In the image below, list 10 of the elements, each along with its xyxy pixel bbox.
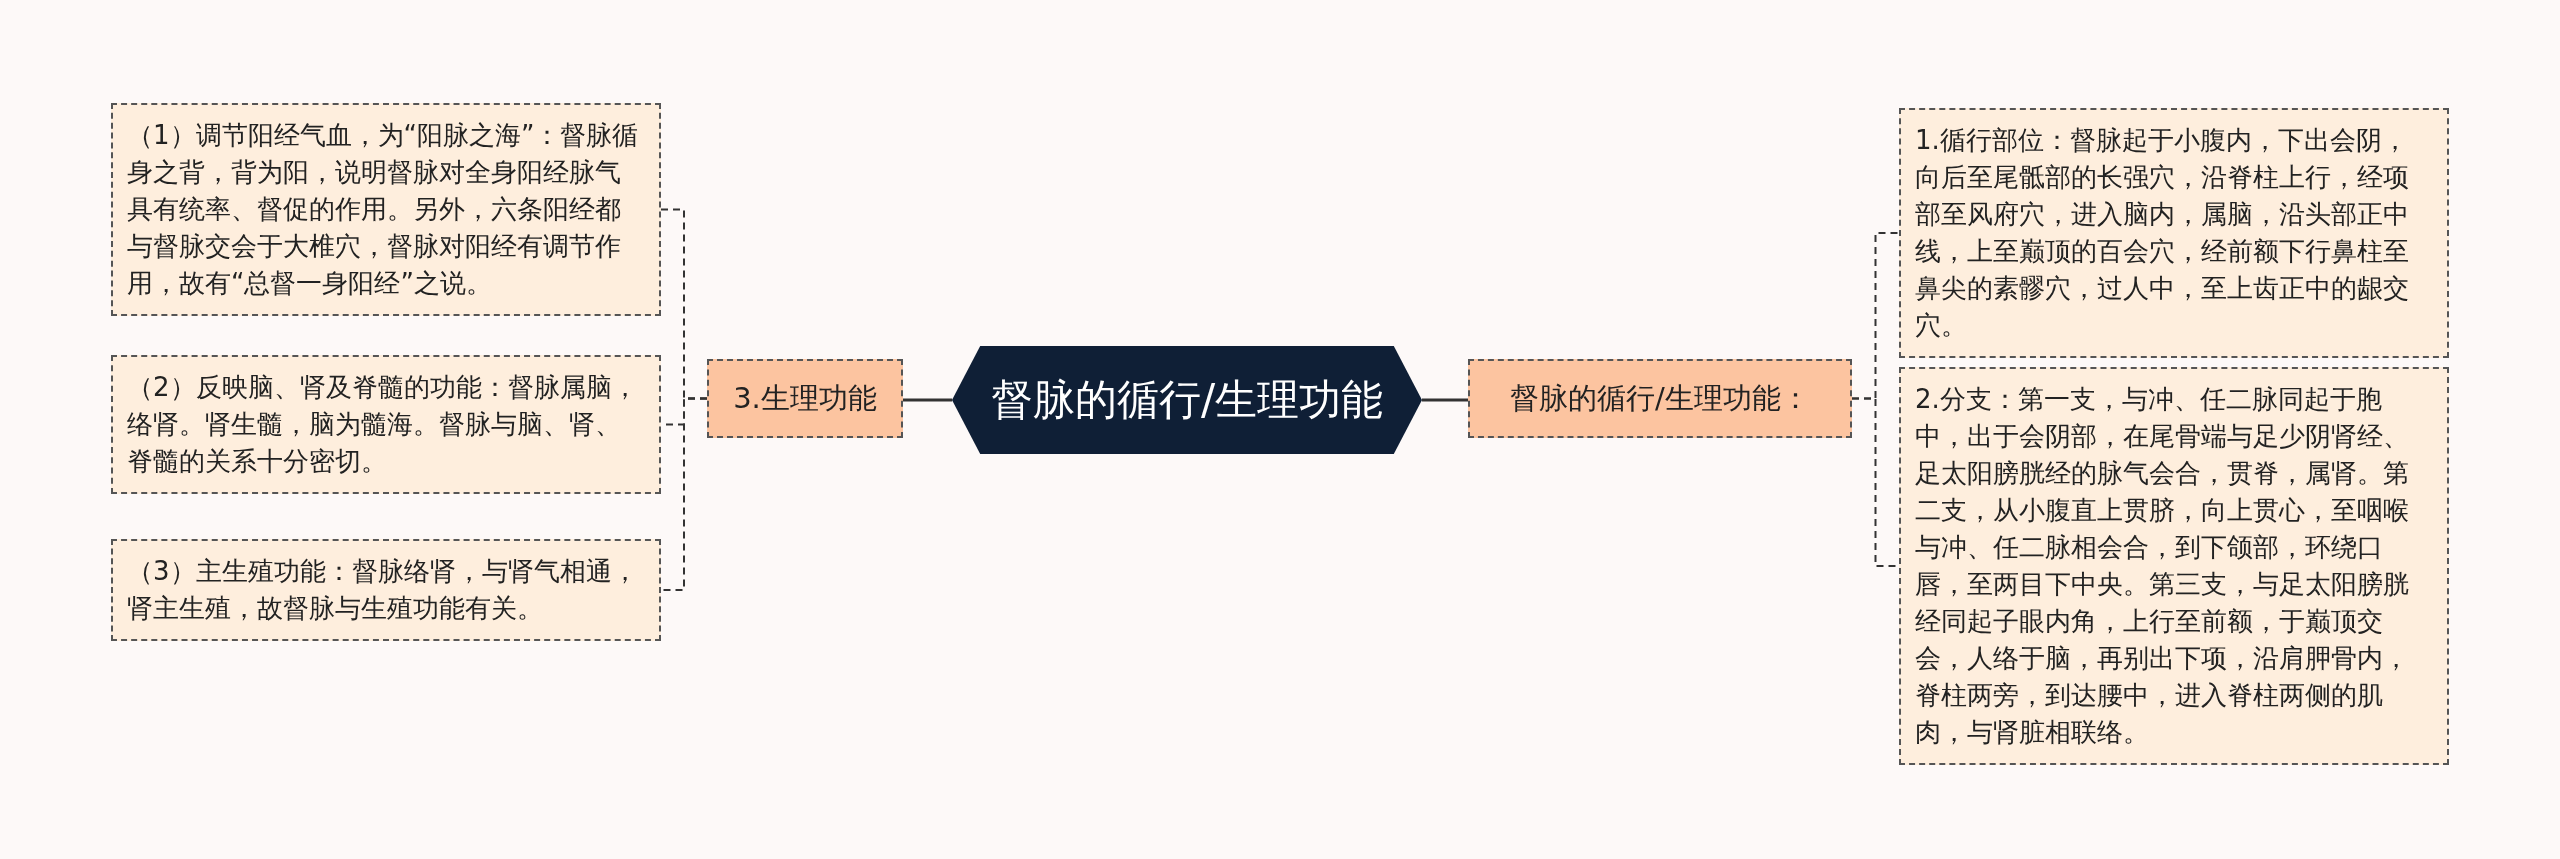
note-box: 2.分支：第一支，与冲、任二脉同起于胞中，出于会阴部，在尾骨端与足少阴肾经、足太阳膀胱经的脉气会合，贯脊，属肾。第二支，从小腹直上贯脐，向上贯心，至咽喉与冲、任二脉相会合，到下颌部，环绕口唇，至两目下中央。第三支，与足太阳膀胱经同起子眼内角，上行至前额，于巅顶交会，人络于脑，再别出下项，沿肩胛骨内，脊柱两旁，到达腰中，进入脊柱两侧的肌肉，与肾脏相联络。 — [1899, 367, 2449, 765]
topic-box: 督脉的循行/生理功能： — [1468, 359, 1852, 438]
note-box: （1）调节阳经气血，为“阳脉之海”：督脉循身之背，背为阳，说明督脉对全身阳经脉气具有统率、督促的作用。另外，六条阳经都与督脉交会于大椎穴，督脉对阳经有调节作用，故有“总督一身阳经”之说。 — [111, 103, 661, 316]
central-topic: 督脉的循行/生理功能 — [952, 346, 1422, 454]
topic-box: 3.生理功能 — [707, 359, 903, 438]
note-box: （3）主生殖功能：督脉络肾，与肾气相通，肾主生殖，故督脉与生殖功能有关。 — [111, 539, 661, 641]
note-box: 1.循行部位：督脉起于小腹内，下出会阴，向后至尾骶部的长强穴，沿脊柱上行，经项部至风府穴，进入脑内，属脑，沿头部正中线，上至巅顶的百会穴，经前额下行鼻柱至鼻尖的素髎穴，过人中，至上齿正中的龈交穴。 — [1899, 108, 2449, 358]
note-box: （2）反映脑、肾及脊髓的功能：督脉属脑，络肾。肾生髓，脑为髓海。督脉与脑、肾、脊髓的关系十分密切。 — [111, 355, 661, 494]
connector — [1422, 398, 1468, 402]
connector — [903, 398, 952, 402]
